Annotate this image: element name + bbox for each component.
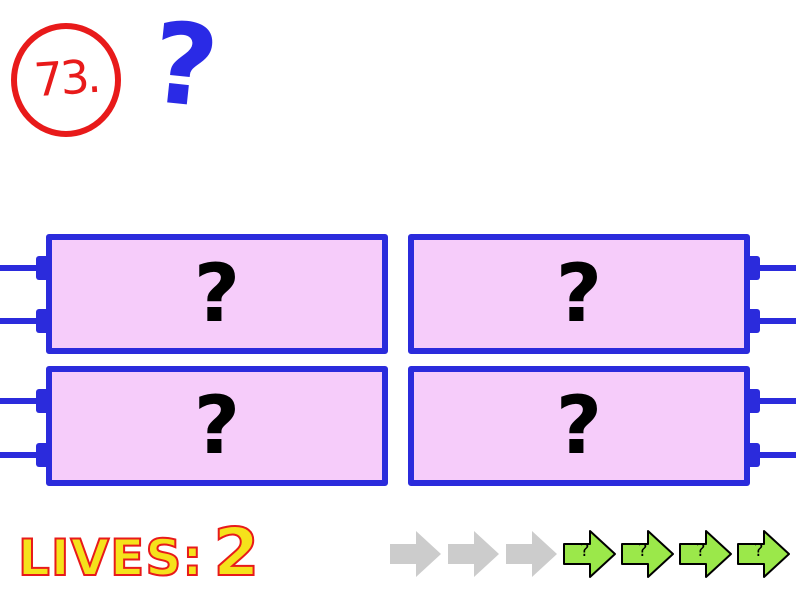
question-number: 73. (32, 48, 100, 108)
progress-arrow-remaining-icon: ? (620, 528, 676, 580)
answer-label: ? (555, 379, 603, 472)
question-number-badge: 73. (10, 18, 122, 138)
progress-arrow-done-icon (504, 528, 560, 580)
wire (756, 265, 796, 271)
wire (756, 318, 796, 324)
answer-label: ? (193, 379, 241, 472)
progress-arrow-done-icon (446, 528, 502, 580)
progress-arrows: ???? (388, 528, 796, 580)
answer-button-3[interactable]: ? (46, 366, 388, 486)
wire (756, 452, 796, 458)
progress-arrow-label: ? (754, 540, 764, 561)
progress-arrow-done-icon (388, 528, 444, 580)
wire (0, 265, 40, 271)
progress-arrow-label: ? (696, 540, 706, 561)
progress-arrow-label: ? (638, 540, 648, 561)
progress-arrow-label: ? (580, 540, 590, 561)
answer-button-1[interactable]: ? (46, 234, 388, 354)
answer-button-4[interactable]: ? (408, 366, 750, 486)
lives-count: 2 (212, 513, 261, 592)
progress-arrow-remaining-icon: ? (736, 528, 792, 580)
progress-arrow-remaining-icon: ? (678, 528, 734, 580)
lives-counter: LIVES:2 (17, 513, 261, 592)
question-text: ? (145, 0, 224, 135)
wire (0, 398, 40, 404)
red-circle-icon (11, 23, 121, 137)
answer-label: ? (193, 247, 241, 340)
answer-button-2[interactable]: ? (408, 234, 750, 354)
progress-arrow-remaining-icon: ? (562, 528, 618, 580)
answer-label: ? (555, 247, 603, 340)
wire (0, 452, 40, 458)
wire (0, 318, 40, 324)
lives-label: LIVES: (17, 528, 204, 588)
wire (756, 398, 796, 404)
